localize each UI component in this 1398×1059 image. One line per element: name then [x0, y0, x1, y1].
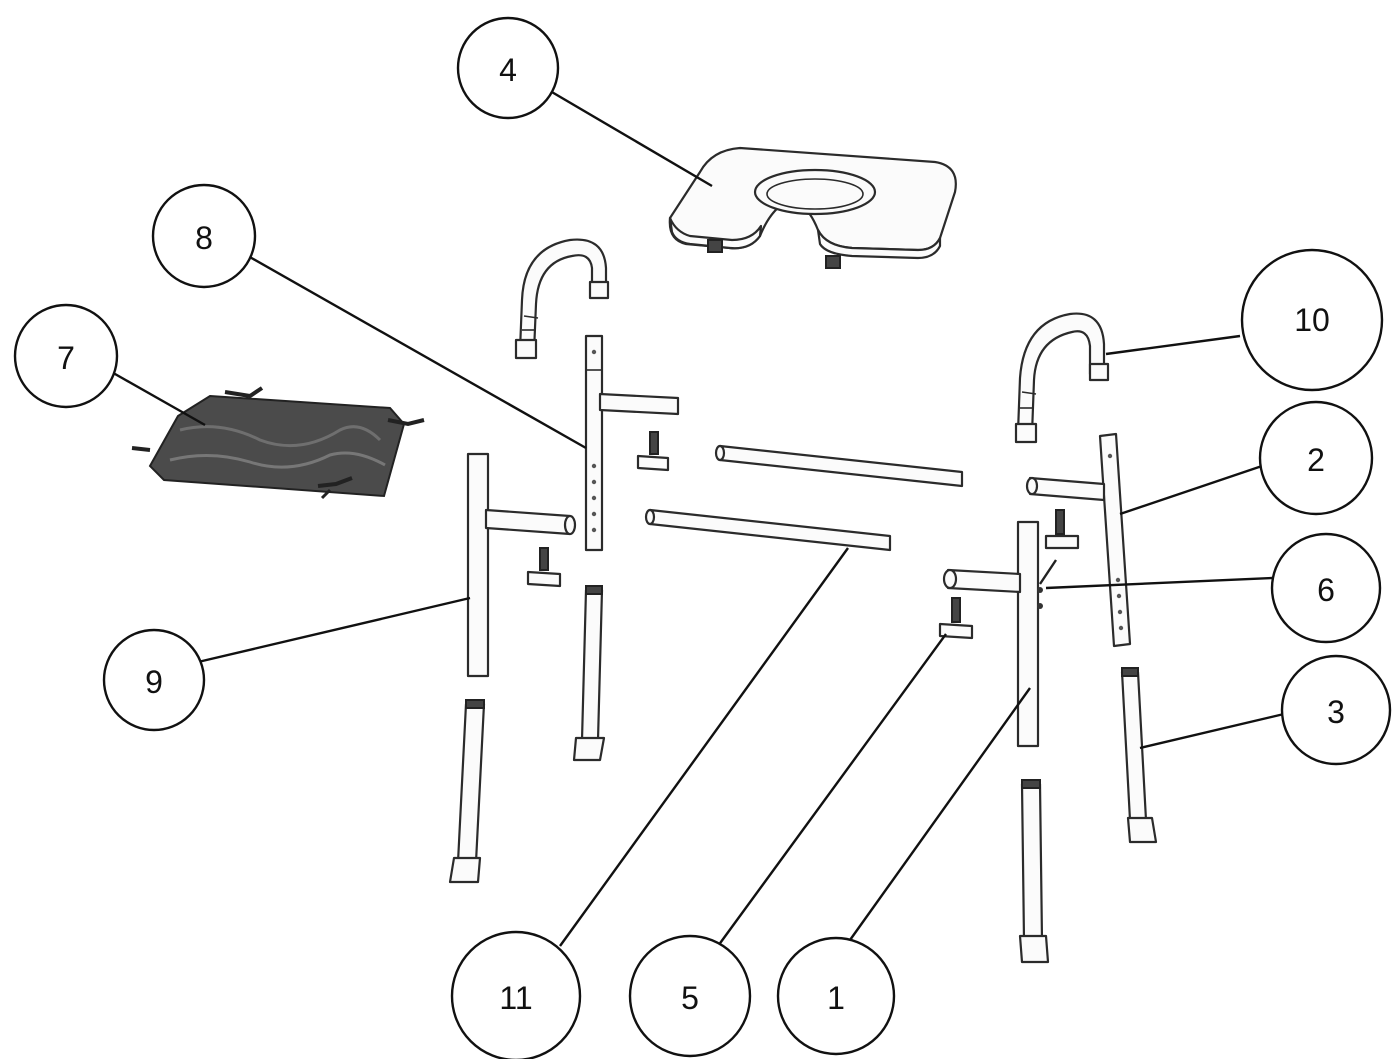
callout-2-label: 2 — [1307, 442, 1325, 478]
callout-4: 4 — [456, 16, 560, 120]
callout-5: 5 — [628, 934, 752, 1058]
leader-8 — [247, 254, 587, 450]
callout-5-label: 5 — [681, 980, 699, 1016]
leader-7 — [107, 368, 206, 427]
armrest-left — [514, 238, 610, 360]
t-screw-knob-1 — [636, 431, 670, 472]
leader-9 — [197, 596, 471, 664]
callout-9-label: 9 — [145, 664, 163, 700]
crossbar-front — [644, 508, 892, 552]
crossbar-top — [714, 444, 964, 488]
rear-frame-upright-right — [1025, 432, 1132, 648]
callout-9: 9 — [102, 628, 206, 732]
rear-frame-upright-left — [584, 334, 680, 552]
leader-1 — [849, 687, 1031, 941]
callout-11-label: 11 — [499, 980, 532, 1016]
leader-11 — [559, 547, 849, 947]
leader-lines — [107, 86, 1285, 947]
callout-8: 8 — [151, 183, 257, 289]
leader-2 — [1119, 464, 1263, 516]
leader-4 — [544, 86, 713, 188]
callout-7: 7 — [13, 303, 119, 409]
leader-3 — [1139, 712, 1285, 750]
leader-10 — [1105, 334, 1241, 356]
callout-1-label: 1 — [827, 980, 845, 1016]
callout-4-label: 4 — [499, 52, 517, 88]
commode-seat — [668, 146, 957, 269]
t-screw-knob-2 — [526, 547, 562, 588]
leg-extension-rear-left — [572, 585, 606, 762]
callout-7-label: 7 — [57, 340, 75, 376]
leg-extension-front-right — [1018, 779, 1050, 964]
callout-1: 1 — [776, 936, 896, 1056]
t-screw-knob-3 — [1044, 509, 1080, 550]
callout-3-label: 3 — [1327, 694, 1345, 730]
callout-8-label: 8 — [195, 220, 213, 256]
callout-10: 10 — [1240, 248, 1384, 392]
callout-10-label: 10 — [1294, 302, 1330, 338]
leader-5 — [717, 633, 947, 947]
callout-6: 6 — [1270, 532, 1382, 644]
armrest-right — [1014, 312, 1110, 444]
sling-seat — [131, 386, 425, 500]
callout-11: 11 — [450, 930, 582, 1059]
front-frame-upright-left — [466, 452, 577, 678]
callout-2: 2 — [1258, 400, 1374, 516]
leg-extension-front-left — [448, 699, 486, 884]
callout-6-label: 6 — [1317, 572, 1335, 608]
callout-3: 3 — [1280, 654, 1392, 766]
leader-6 — [1045, 576, 1273, 590]
leg-extension-rear-right — [1120, 667, 1158, 844]
t-screw-knob-4 — [938, 597, 974, 640]
front-frame-upright-right — [942, 520, 1057, 748]
